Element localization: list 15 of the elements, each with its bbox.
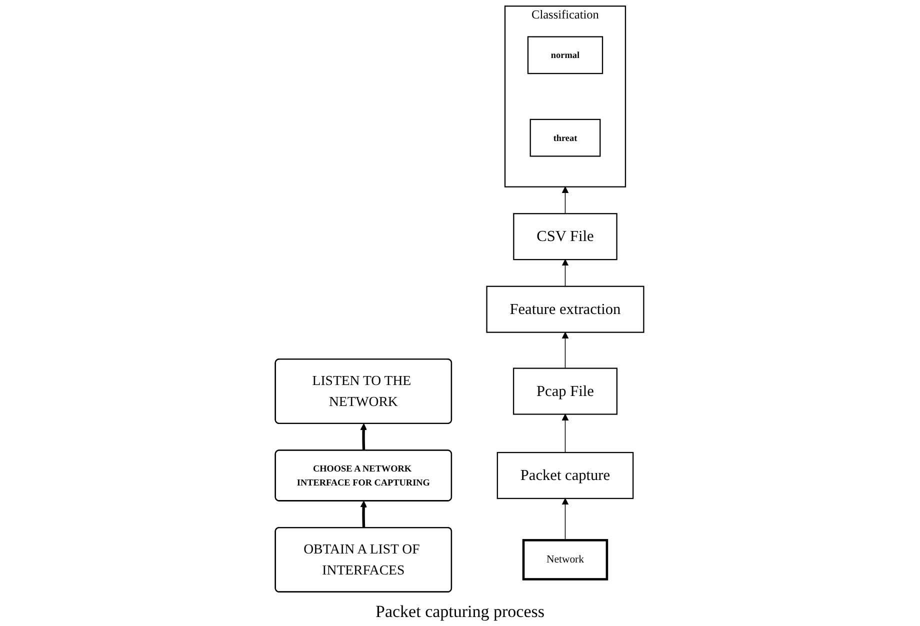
caption-text: Packet capturing process — [376, 602, 544, 622]
arrow — [360, 500, 368, 528]
arrow — [360, 424, 368, 451]
arrow — [562, 259, 570, 287]
node-box: CSV File — [514, 213, 618, 260]
arrow — [562, 332, 570, 369]
node-box: threat — [530, 118, 602, 157]
arrow — [562, 414, 570, 453]
arrow — [562, 186, 570, 214]
arrow — [562, 498, 570, 541]
node-box: Packet capture — [497, 452, 634, 500]
node-box: normal — [528, 36, 604, 74]
node-box: Network — [522, 539, 609, 580]
node-box: Pcap File — [513, 368, 618, 415]
node-box: Feature extraction — [486, 286, 645, 333]
